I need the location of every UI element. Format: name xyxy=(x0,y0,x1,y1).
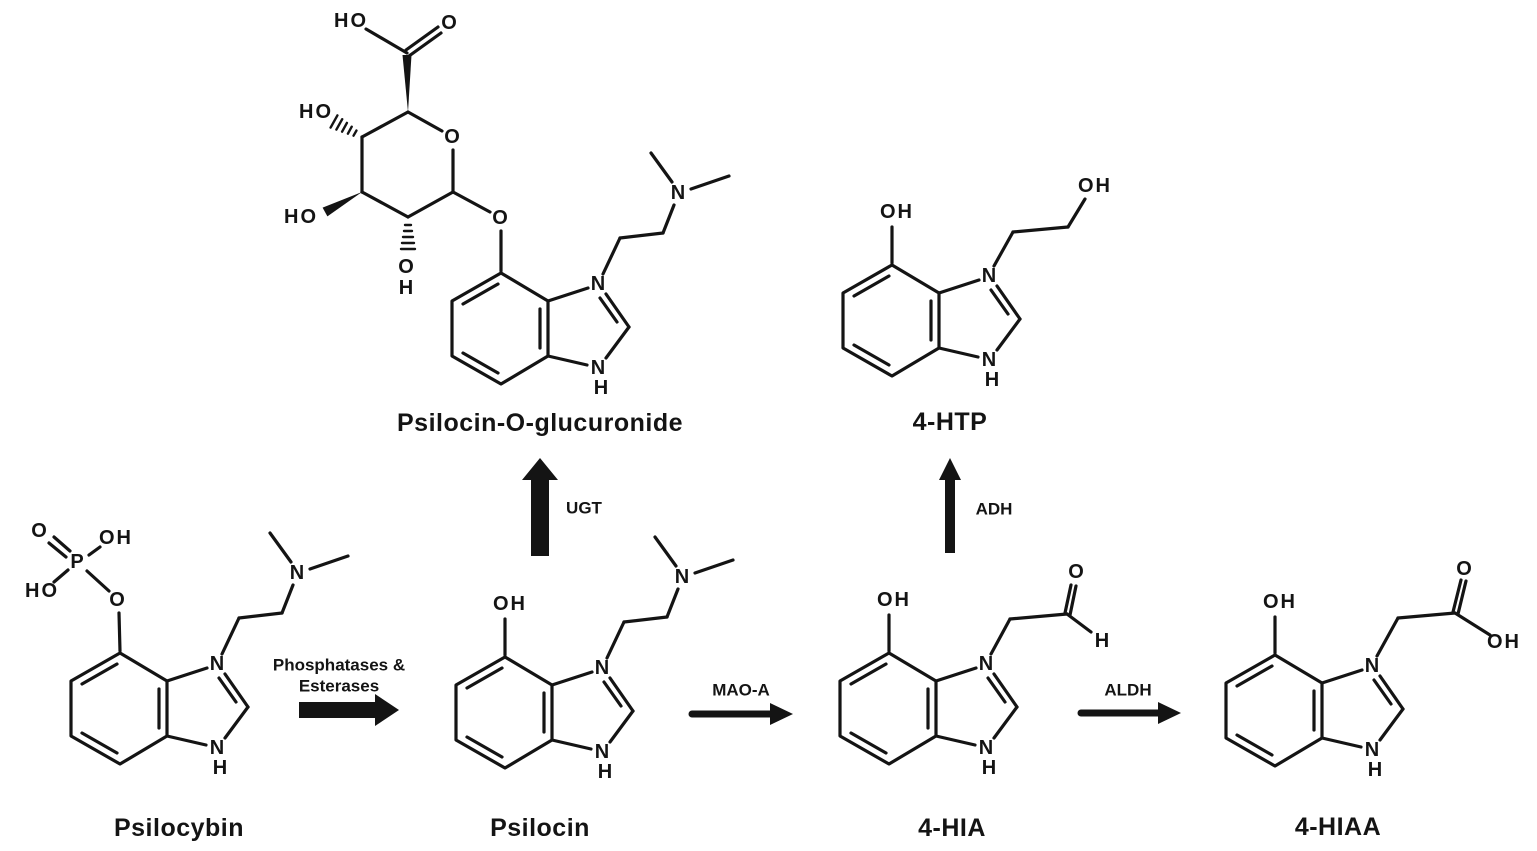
chain-bond xyxy=(992,230,1015,268)
bond-o-p xyxy=(85,569,111,593)
acetaldehyde-chain: O H xyxy=(989,561,1111,656)
sugar-oxygen-label: O xyxy=(398,256,416,278)
enzyme-label: ALDH xyxy=(1104,681,1151,700)
hydroxyethyl-chain: OH xyxy=(992,175,1112,268)
arrow-up-icon xyxy=(939,458,961,553)
chain-bond xyxy=(1066,197,1087,229)
hash-bond-ho xyxy=(329,114,358,137)
sugar-ring-bond xyxy=(406,190,455,219)
label-psilocin-o-glucuronide: Psilocin-O-glucuronide xyxy=(397,409,683,437)
carbonyl-double-bond xyxy=(404,25,440,52)
block-arrow-right-icon xyxy=(299,694,399,726)
phosphorus-label: P xyxy=(70,551,85,573)
molecule-4-hiaa: O OH xyxy=(1224,558,1521,783)
phosphate-group: O P O OH HO xyxy=(25,520,133,653)
label-psilocybin: Psilocybin xyxy=(114,814,244,842)
molecule-psilocin xyxy=(454,535,735,785)
sugar-hydroxy-label: HO xyxy=(284,206,318,228)
label-4-htp: 4-HTP xyxy=(913,408,988,436)
acid-hydroxy-label: OH xyxy=(1487,631,1521,653)
enzyme-label: ADH xyxy=(976,500,1013,519)
chain-bond xyxy=(989,617,1012,656)
sugar-ring-bond xyxy=(406,110,444,133)
glucuronide-sugar: O O O HO HO HO xyxy=(284,10,510,299)
p-double-bond xyxy=(52,535,72,553)
chain-bond xyxy=(1008,612,1069,621)
reaction-phosphatases: Phosphatases & Esterases xyxy=(273,656,405,726)
bond-cooh-oh xyxy=(1453,611,1492,637)
wedge-bond-ho xyxy=(322,192,362,217)
enzyme-label: UGT xyxy=(566,499,603,518)
chain-bond xyxy=(1011,225,1070,234)
carbonyl-double-bond xyxy=(1068,584,1078,617)
label-4-hiaa: 4-HIAA xyxy=(1295,813,1381,841)
wedge-bond-cooh xyxy=(402,55,412,112)
molecule-psilocybin: O P O OH HO xyxy=(25,520,350,781)
ring-oxygen-label: O xyxy=(444,126,462,148)
p-double-bond xyxy=(47,541,68,559)
phosphate-oxygen-label: O xyxy=(31,520,49,542)
bond-c4-o xyxy=(117,611,122,653)
bond-p-ho xyxy=(52,568,70,584)
enzyme-label: MAO-A xyxy=(712,681,770,700)
carbonyl-double-bond xyxy=(1063,583,1073,615)
sugar-hydrogen-label: H xyxy=(399,277,415,299)
reaction-mao: MAO-A xyxy=(688,681,793,725)
arrow-head-right-icon xyxy=(770,703,793,725)
arrow-head-right-icon xyxy=(1158,702,1181,724)
molecule-psilocin-o-glucuronide: O O O HO HO HO xyxy=(284,10,731,401)
enzyme-label-line2: Esterases xyxy=(299,677,379,696)
acid-hydroxy-label: HO xyxy=(334,10,368,32)
carbonyl-double-bond xyxy=(407,31,443,58)
chain-hydroxy-label: OH xyxy=(1078,175,1112,197)
molecule-4-htp: OH xyxy=(841,175,1112,393)
sugar-ring-bond xyxy=(360,110,410,139)
aldehyde-hydrogen-label: H xyxy=(1095,630,1111,652)
carbonyl-oxygen-label: O xyxy=(1068,561,1086,583)
block-arrow-up-icon xyxy=(522,458,558,556)
acetic-acid-chain: O OH xyxy=(1375,558,1521,658)
reaction-ugt: UGT xyxy=(522,458,603,556)
sugar-ring-bond xyxy=(360,190,410,219)
carbonyl-oxygen-label: O xyxy=(1456,558,1474,580)
carbonyl-double-bond xyxy=(1456,579,1468,616)
sugar-hydroxy-label: HO xyxy=(299,101,333,123)
glycosidic-oxygen-label: O xyxy=(492,207,510,229)
label-4-hia: 4-HIA xyxy=(918,814,986,842)
phosphate-hydroxy-label: HO xyxy=(25,580,59,602)
hash-bond-oh xyxy=(399,223,417,251)
chain-bond xyxy=(1375,616,1400,658)
enzyme-label-line1: Phosphatases & xyxy=(273,656,405,675)
bond-c1-olink xyxy=(451,190,492,214)
chain-bond xyxy=(1396,611,1457,620)
label-psilocin: Psilocin xyxy=(490,814,590,842)
phosphate-hydroxy-label: OH xyxy=(99,527,133,549)
bond-cooh-oh xyxy=(364,27,409,55)
bond-cho-h xyxy=(1065,612,1093,634)
carbonyl-double-bond xyxy=(1451,578,1463,614)
bond-p-oh xyxy=(87,545,102,557)
carbonyl-oxygen-label: O xyxy=(441,12,459,34)
ester-oxygen-label: O xyxy=(109,589,127,611)
reaction-adh: ADH xyxy=(939,458,1012,553)
reaction-aldh: ALDH xyxy=(1077,681,1181,724)
molecule-4-hia: O H xyxy=(838,561,1111,781)
